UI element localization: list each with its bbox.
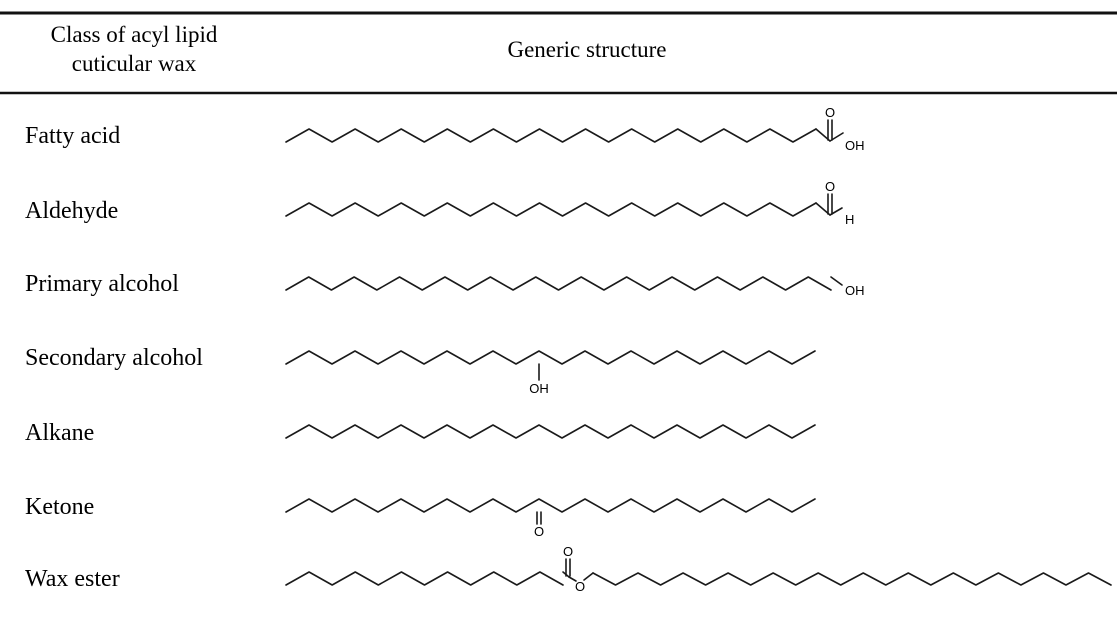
chain-secondary-alcohol xyxy=(285,350,816,365)
structure-alkane xyxy=(285,424,816,439)
bond-o-chain xyxy=(583,572,594,581)
row-label-aldehyde: Aldehyde xyxy=(25,198,118,224)
row-label-primary-alcohol: Primary alcohol xyxy=(25,271,179,297)
class-column-header-line-2: cuticular wax xyxy=(72,51,197,76)
bond-c-double-o xyxy=(536,511,542,525)
atom-hydroxyl: OH xyxy=(845,283,865,298)
bond-c-double-o xyxy=(827,119,833,141)
chain-alkane xyxy=(285,424,816,439)
atom-carbonyl-o: O xyxy=(825,105,835,120)
chain-aldehyde xyxy=(285,202,817,217)
row-label-ketone: Ketone xyxy=(25,494,94,520)
chain-alcohol xyxy=(592,572,1112,586)
atom-hydrogen: H xyxy=(845,212,854,227)
structure-ketone: O xyxy=(285,498,816,539)
atom-hydroxyl: OH xyxy=(529,381,549,396)
chain-acyl xyxy=(285,571,564,586)
structure-column-header: Generic structure xyxy=(507,37,666,62)
chain-primary-alcohol xyxy=(285,276,832,291)
chain-ketone xyxy=(285,498,816,513)
structure-primary-alcohol: OH xyxy=(285,276,865,298)
structure-secondary-alcohol: OH xyxy=(285,350,816,396)
row-label-secondary-alcohol: Secondary alcohol xyxy=(25,345,203,371)
atom-ester-o: O xyxy=(575,579,585,594)
row-label-fatty-acid: Fatty acid xyxy=(25,123,120,149)
structure-wax-ester: O O xyxy=(285,544,1112,594)
structure-fatty-acid: O OH xyxy=(285,105,865,153)
row-label-wax-ester: Wax ester xyxy=(25,566,120,592)
row-label-alkane: Alkane xyxy=(25,420,94,446)
class-column-header-line-1: Class of acyl lipid xyxy=(51,22,218,47)
bond-c-h xyxy=(829,207,843,216)
bond-c-double-o xyxy=(827,193,833,215)
structure-aldehyde: O H xyxy=(285,179,854,227)
chain-fatty-acid xyxy=(285,128,817,143)
atom-carbonyl-o: O xyxy=(534,524,544,539)
atom-carbonyl-o: O xyxy=(563,544,573,559)
atom-carbonyl-o: O xyxy=(825,179,835,194)
atom-hydroxyl: OH xyxy=(845,138,865,153)
bond-c-o-ester xyxy=(568,576,577,582)
bond-c-oh xyxy=(830,276,843,286)
bond-c-oh xyxy=(829,132,844,142)
bond-c-double-o xyxy=(565,558,571,577)
